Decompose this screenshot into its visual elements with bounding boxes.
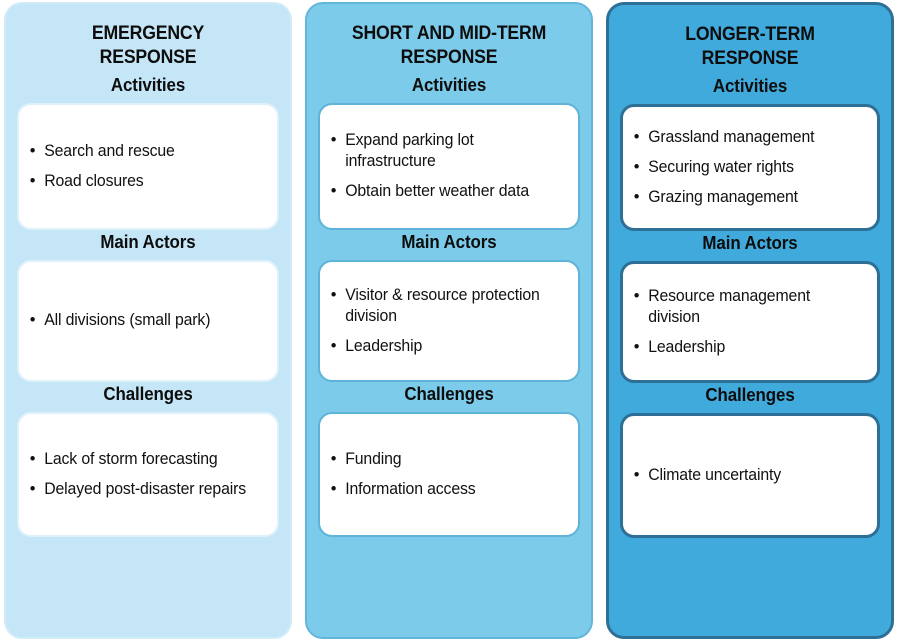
section-title-main-actors: Main Actors	[100, 231, 196, 252]
list-challenges-longer-term: Climate uncertainty	[629, 464, 867, 486]
list-item: Funding	[326, 448, 558, 470]
list-item: Visitor & resource protection division	[326, 284, 558, 327]
list-main-actors-short-mid: Visitor & resource protection division L…	[326, 284, 568, 357]
card-main-actors-short-mid: Visitor & resource protection division L…	[318, 259, 580, 382]
list-item: Delayed post-disaster repairs	[25, 478, 257, 500]
list-main-actors-emergency: All divisions (small park)	[25, 309, 267, 331]
card-challenges-short-mid: Funding Information access	[318, 411, 580, 537]
section-title-challenges: Challenges	[103, 383, 193, 404]
column-short-and-mid-term-response: SHORT AND MID-TERM RESPONSE Activities E…	[305, 2, 593, 639]
card-activities-emergency: Search and rescue Road closures	[17, 102, 279, 230]
list-item: Expand parking lot infrastructure	[326, 129, 558, 172]
section-title-main-actors: Main Actors	[401, 231, 497, 252]
list-item: Climate uncertainty	[629, 464, 857, 486]
section-title-activities: Activities	[411, 74, 487, 95]
list-item: Grazing management	[629, 186, 857, 208]
section-title-challenges: Challenges	[404, 383, 494, 404]
list-item: All divisions (small park)	[25, 309, 257, 331]
section-challenges-emergency: Challenges Lack of storm forecasting Del…	[17, 384, 279, 537]
section-activities-short-mid: Activities Expand parking lot infrastruc…	[318, 75, 580, 230]
section-activities-emergency: Activities Search and rescue Road closur…	[17, 75, 279, 230]
section-title-challenges: Challenges	[705, 384, 795, 405]
section-challenges-longer-term: Challenges Climate uncertainty	[620, 385, 880, 538]
section-title-main-actors: Main Actors	[702, 232, 798, 253]
list-item: Leadership	[326, 335, 558, 357]
list-challenges-emergency: Lack of storm forecasting Delayed post-d…	[25, 448, 267, 500]
list-activities-longer-term: Grassland management Securing water righ…	[629, 126, 867, 208]
list-item: Information access	[326, 478, 558, 500]
list-item: Leadership	[629, 336, 857, 358]
list-activities-emergency: Search and rescue Road closures	[25, 140, 267, 192]
list-item: Search and rescue	[25, 140, 257, 162]
list-item: Securing water rights	[629, 156, 857, 178]
list-activities-short-mid: Expand parking lot infrastructure Obtain…	[326, 129, 568, 202]
section-main-actors-emergency: Main Actors All divisions (small park)	[17, 232, 279, 382]
list-item: Road closures	[25, 170, 257, 192]
section-title-activities: Activities	[712, 75, 788, 96]
section-activities-longer-term: Activities Grassland management Securing…	[620, 76, 880, 231]
column-title-short-and-mid-term-response: SHORT AND MID-TERM RESPONSE	[351, 23, 547, 69]
section-title-activities: Activities	[110, 74, 186, 95]
list-item: Lack of storm forecasting	[25, 448, 257, 470]
card-activities-short-mid: Expand parking lot infrastructure Obtain…	[318, 102, 580, 230]
column-title-longer-term-response: LONGER-TERM RESPONSE	[685, 24, 815, 70]
card-activities-longer-term: Grassland management Securing water righ…	[620, 103, 880, 231]
card-main-actors-emergency: All divisions (small park)	[17, 259, 279, 382]
column-title-emergency-response: EMERGENCY RESPONSE	[91, 23, 205, 69]
list-main-actors-longer-term: Resource management division Leadership	[629, 285, 867, 358]
list-item: Resource management division	[629, 285, 857, 328]
list-item: Obtain better weather data	[326, 180, 558, 202]
section-main-actors-short-mid: Main Actors Visitor & resource protectio…	[318, 232, 580, 382]
list-challenges-short-mid: Funding Information access	[326, 448, 568, 500]
section-challenges-short-mid: Challenges Funding Information access	[318, 384, 580, 537]
card-main-actors-longer-term: Resource management division Leadership	[620, 260, 880, 383]
card-challenges-longer-term: Climate uncertainty	[620, 412, 880, 538]
column-longer-term-response: LONGER-TERM RESPONSE Activities Grasslan…	[606, 2, 894, 639]
section-main-actors-longer-term: Main Actors Resource management division…	[620, 233, 880, 383]
list-item: Grassland management	[629, 126, 857, 148]
card-challenges-emergency: Lack of storm forecasting Delayed post-d…	[17, 411, 279, 537]
column-emergency-response: EMERGENCY RESPONSE Activities Search and…	[4, 2, 292, 639]
